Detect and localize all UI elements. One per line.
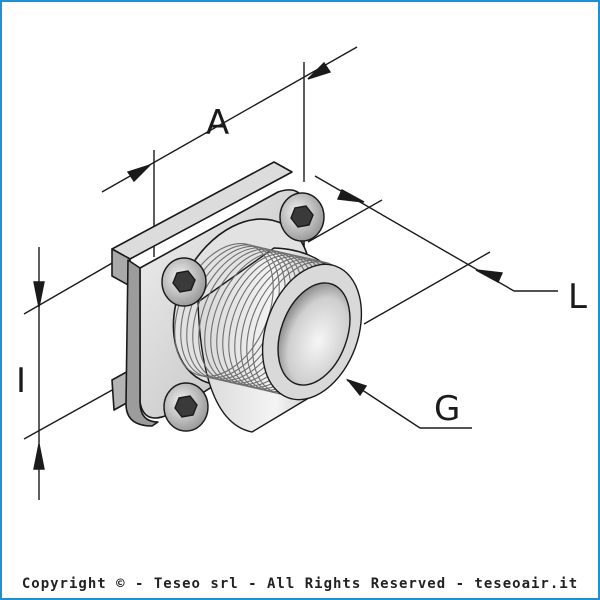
dimension-i-arrow-top [33, 281, 45, 308]
dimension-g-arrow [345, 378, 368, 397]
bolt-top-left [161, 257, 207, 307]
dimension-i-arrow-bottom [33, 443, 45, 470]
dimension-a-arrow-right [307, 61, 332, 80]
hex-socket-icon [174, 395, 198, 418]
spigot-bore [277, 282, 351, 386]
dimension-l-extension-back [307, 199, 383, 243]
dimension-l-arrow-front [475, 269, 504, 283]
label-g: G [434, 389, 460, 429]
dimension-l-arrow-back [336, 189, 365, 203]
label-l: L [568, 277, 587, 317]
dimension-i-extension-bottom [23, 388, 115, 440]
dimension-a-arrow-left [126, 164, 151, 183]
label-a: A [206, 103, 229, 143]
threaded-spigot [174, 243, 363, 433]
bolt-bottom-left [163, 382, 209, 432]
hex-socket-icon [172, 270, 196, 293]
bolt-top-right [279, 192, 325, 242]
label-i: I [16, 361, 26, 401]
dimension-lines [23, 46, 558, 500]
copyright-notice: Copyright © - Teseo srl - All Rights Res… [21, 576, 579, 592]
dimension-l-extension-front [363, 251, 491, 325]
flange-plate-side [125, 259, 159, 427]
hex-socket-icon [290, 205, 314, 228]
